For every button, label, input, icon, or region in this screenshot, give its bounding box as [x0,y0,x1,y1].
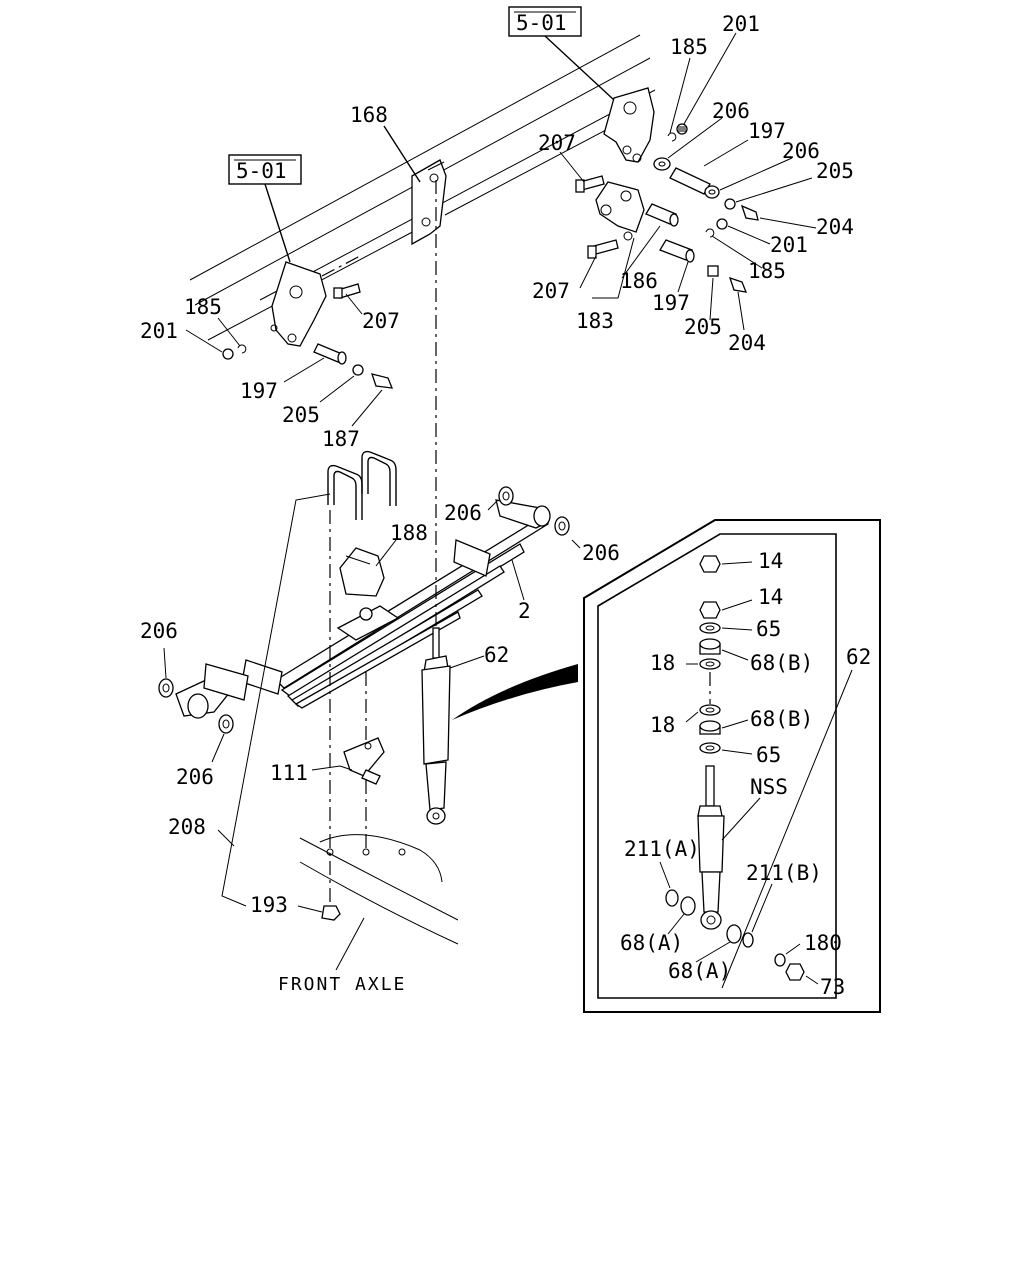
ref-box-top-right: 5-01 [508,6,615,101]
inset-part-ref: 62 [846,645,871,669]
u-bolts [327,450,397,520]
label-205-b: 205 [684,315,722,339]
inset-label-14-a: 14 [758,549,783,573]
inset-label-211a: 211(A) [624,837,700,861]
ref-box-left-label: 5-01 [236,159,287,183]
label-188: 188 [390,521,428,545]
label-187: 187 [322,427,360,451]
shackle-parts [575,123,759,293]
spring-pad-188 [339,539,397,597]
ref-box-top-right-label: 5-01 [516,11,567,35]
leaders-top-right [559,32,817,331]
leaders-spring [163,499,581,763]
inset-label-14-b: 14 [758,585,783,609]
inset-label-68b-a: 68(B) [750,651,813,675]
front-axle-area [299,510,459,971]
label-206-d: 206 [582,541,620,565]
shock-bracket-168 [383,125,447,246]
inset-label-65-a: 65 [756,617,781,641]
detail-arrow [452,664,578,720]
label-197-b: 197 [652,291,690,315]
label-186: 186 [620,269,658,293]
shock-absorber [421,180,485,825]
label-207-b: 207 [532,279,570,303]
label-111: 111 [270,761,308,785]
leaders-axle [217,493,331,913]
axle-bracket-111 [311,672,385,785]
inset-label-nss: NSS [750,775,788,799]
label-201-c: 201 [140,319,178,343]
label-front-axle: FRONT AXLE [278,974,406,995]
ref-box-left: 5-01 [228,154,302,263]
main-labels: 201 185 206 197 207 206 205 204 201 185 … [140,12,854,995]
label-205-c: 205 [282,403,320,427]
inset-label-65-b: 65 [756,743,781,767]
front-spring-bracket [222,255,394,389]
leaf-spring [158,486,570,734]
label-201-a: 201 [722,12,760,36]
inset-label-68b-b: 68(B) [750,707,813,731]
label-204-a: 204 [816,215,854,239]
label-201-b: 201 [770,233,808,257]
label-185-b: 185 [748,259,786,283]
label-197-c: 197 [240,379,278,403]
label-205-a: 205 [816,159,854,183]
label-204-b: 204 [728,331,766,355]
inset-label-18-a: 18 [650,651,675,675]
inset-label-211b: 211(B) [746,861,822,885]
leaders-left-bracket [185,293,383,427]
label-197-a: 197 [748,119,786,143]
frame-rail [189,34,656,341]
label-185-a: 185 [670,35,708,59]
label-207-c: 207 [362,309,400,333]
label-2: 2 [518,599,531,623]
label-206-e: 206 [140,619,178,643]
inset-label-68a-a: 68(A) [620,931,683,955]
label-206-f: 206 [176,765,214,789]
label-206-b: 206 [782,139,820,163]
label-168: 168 [350,103,388,127]
rear-shackle-bracket [603,87,655,163]
label-193: 193 [250,893,288,917]
inset-label-180: 180 [804,931,842,955]
inset-label-68a-b: 68(A) [668,959,731,983]
inset-label-73: 73 [820,975,845,999]
label-206-a: 206 [712,99,750,123]
inset-label-18-b: 18 [650,713,675,737]
label-62-main: 62 [484,643,509,667]
label-206-c: 206 [444,501,482,525]
label-185-c: 185 [184,295,222,319]
detail-inset: 62 [583,519,881,1013]
label-207-a: 207 [538,131,576,155]
label-208: 208 [168,815,206,839]
label-183: 183 [576,309,614,333]
